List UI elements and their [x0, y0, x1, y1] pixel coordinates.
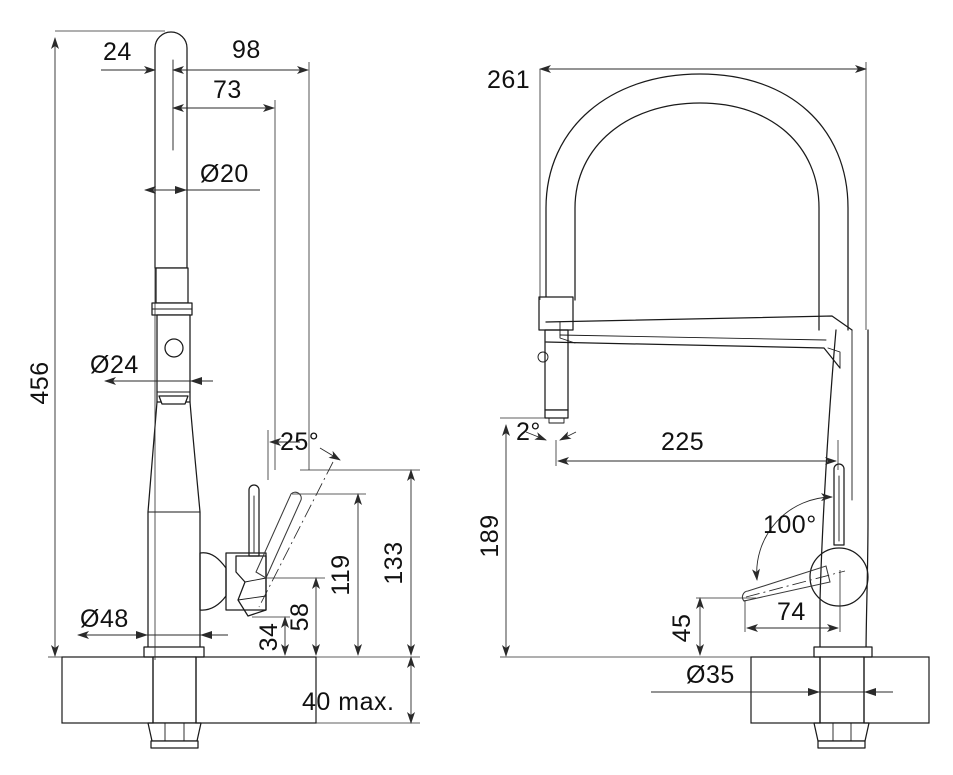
- spray-head-aerator: [548, 417, 565, 424]
- dim-2deg-label: 2°: [516, 418, 541, 446]
- dim-74-label: 74: [777, 598, 806, 626]
- dim-25-leader-right: [319, 447, 341, 461]
- dim-45-label: 45: [668, 614, 696, 643]
- dim-73-label: 73: [213, 76, 242, 104]
- dim-225-label: 225: [661, 428, 704, 456]
- spray-head-tip: [544, 409, 569, 419]
- side-mounting-shank: [819, 656, 865, 724]
- dim-261-label: 261: [487, 66, 530, 94]
- dim-d35-left-arrow: [808, 688, 820, 696]
- wand-collar: [155, 267, 189, 304]
- spray-head-button: [537, 351, 549, 363]
- spout-arch-inner: [574, 102, 820, 331]
- lever-base-wedge: [235, 555, 267, 617]
- swivel-arm-right-chamfer: [827, 347, 841, 369]
- spout-nose-tip: [158, 395, 189, 405]
- dim-d48-left-arrow: [136, 631, 148, 639]
- side-worktop-left-section: [750, 656, 821, 724]
- side-column-left-profile: [819, 329, 837, 656]
- dim-d35-label: Ø35: [686, 661, 735, 689]
- side-worktop-right-section: [863, 656, 930, 724]
- lock-washer: [150, 740, 199, 749]
- dim-34-label: 34: [255, 623, 283, 652]
- swivel-arm-top: [545, 315, 853, 331]
- spout-arch-outer: [545, 73, 849, 331]
- side-view: 261 2° 225 189 100° 45: [476, 62, 930, 749]
- dim-24-label: 24: [103, 38, 132, 66]
- front-view: 456 24 98 73 Ø20 Ø24 Ø48: [26, 30, 420, 749]
- side-view-faucet-outline: [537, 73, 873, 749]
- lever-tilt-centerline: [258, 461, 334, 608]
- side-lock-nut: [813, 722, 870, 742]
- side-lock-washer: [817, 740, 866, 749]
- dim-d24-label: Ø24: [90, 351, 139, 379]
- spray-mode-button: [164, 338, 184, 358]
- dim-40-label: 40 max.: [302, 688, 394, 716]
- dim-2deg-leader-left: [525, 431, 547, 441]
- dim-98-label: 98: [232, 36, 261, 64]
- dim-100deg-label: 100°: [763, 511, 817, 539]
- mounting-shank: [152, 656, 197, 724]
- base-flange: [143, 646, 205, 658]
- faucet-column-left-profile: [147, 401, 158, 656]
- dim-d35-right-arrow: [864, 688, 876, 696]
- lock-nut: [147, 722, 202, 742]
- swivel-arm-mid-line: [559, 334, 827, 341]
- worktop-right-section: [195, 656, 317, 724]
- dim-2deg-leader-right: [559, 431, 577, 441]
- faucet-column-right-profile: [189, 401, 201, 656]
- front-view-faucet-outline: [143, 31, 334, 749]
- dim-58-label: 58: [286, 603, 314, 632]
- side-lever-handle: [833, 463, 845, 546]
- side-column-right-profile: [865, 329, 869, 656]
- dim-456-label: 456: [26, 361, 54, 404]
- dim-119-label: 119: [327, 554, 355, 595]
- dim-d48-right-arrow: [200, 631, 212, 639]
- side-view-worktop: [750, 656, 930, 724]
- worktop-left-section: [61, 656, 154, 724]
- dim-133-label: 133: [380, 541, 408, 584]
- side-view-dimensions: 261 2° 225 189 100° 45: [476, 62, 893, 696]
- dim-189-label: 189: [476, 514, 504, 557]
- lever-handle-ghost-tilted: [255, 491, 302, 579]
- lever-base-wedge-detail: [237, 577, 267, 601]
- front-view-dimensions: 456 24 98 73 Ø20 Ø24 Ø48: [26, 30, 420, 724]
- swivel-arm-bottom: [545, 341, 841, 369]
- dim-d48-label: Ø48: [80, 605, 129, 633]
- spray-wand-body: [154, 31, 188, 269]
- dim-d20-inner-arrow: [175, 186, 187, 194]
- dim-100deg-arc: [752, 493, 833, 581]
- front-view-worktop: [61, 656, 317, 724]
- dim-d20-label: Ø20: [200, 160, 249, 188]
- spray-head-holder: [538, 296, 574, 331]
- dim-25-label: 25°: [280, 428, 319, 456]
- side-base-flange: [813, 646, 873, 658]
- dim-d24-inner-arrow: [190, 377, 202, 385]
- spout-nose-block: [156, 314, 191, 403]
- swivel-arm-left-chamfer: [559, 321, 576, 344]
- lever-handle-upright: [248, 484, 260, 557]
